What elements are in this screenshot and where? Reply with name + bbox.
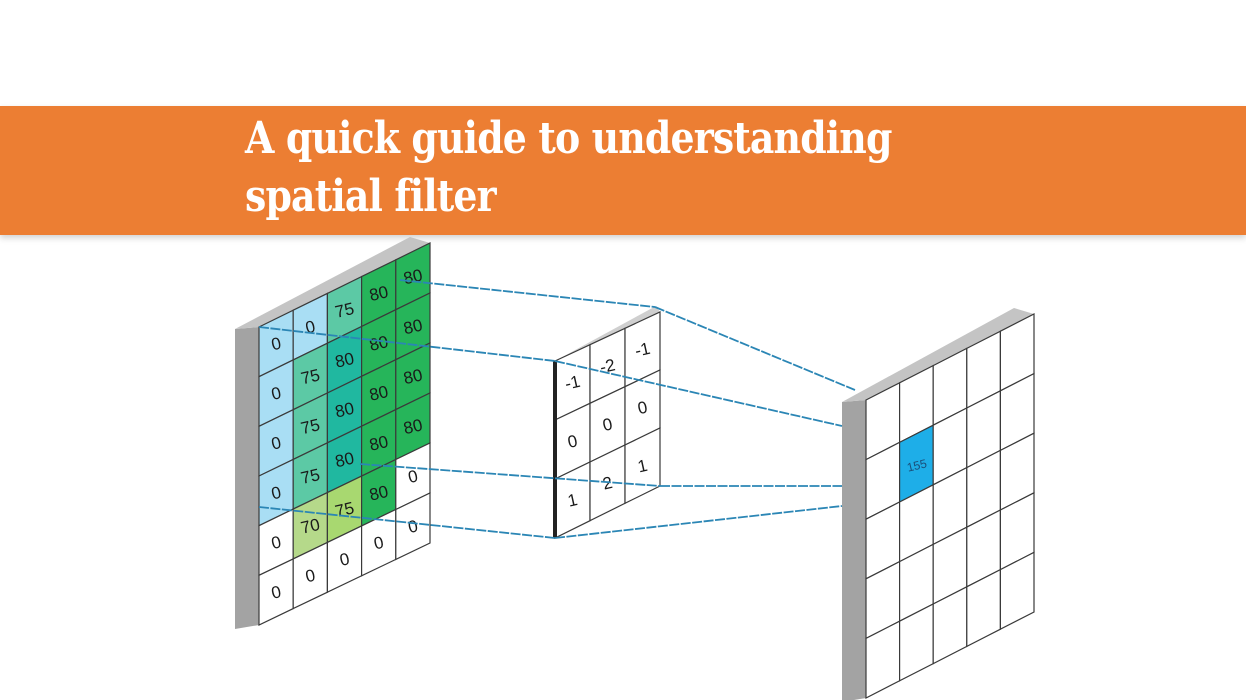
cell-value: 0 (566, 431, 579, 452)
cell-value: 0 (338, 549, 352, 570)
cell-value: 75 (299, 465, 322, 488)
panel-side-edge (235, 327, 259, 629)
title-banner: A quick guide to understanding spatial f… (0, 106, 1246, 235)
cell-value: 80 (402, 365, 425, 388)
cell-value: 2 (601, 473, 614, 494)
cell-value: 75 (299, 415, 322, 438)
cell-value: 0 (269, 483, 283, 504)
cell-value: 0 (406, 466, 420, 487)
cell-value: 0 (406, 516, 420, 537)
cell-value: 80 (333, 349, 356, 372)
cell-value: 80 (402, 415, 425, 438)
cell-value: -1 (633, 339, 652, 361)
cell-value: 80 (367, 282, 390, 305)
cell-value: 0 (269, 532, 283, 553)
cell-value: 80 (367, 482, 390, 505)
cell-value: 0 (269, 433, 283, 454)
grid-cell (999, 551, 1035, 631)
cell-value: 0 (372, 533, 386, 554)
panel-top-edge (235, 237, 430, 329)
connector-line (554, 360, 843, 427)
cell-value: 75 (333, 299, 356, 322)
cell-value: 155 (905, 456, 928, 474)
output-image-grid: 155 (842, 308, 1035, 700)
connector-line (258, 506, 556, 539)
cell-value: 80 (402, 315, 425, 338)
cell-value: 0 (269, 383, 283, 404)
connector-line (399, 279, 656, 308)
cell-value: 80 (367, 382, 390, 405)
cell-value: 0 (304, 566, 318, 587)
panel-side-edge (842, 400, 866, 700)
input-image-grid: 0075808007580808007580808007580808007075… (235, 237, 431, 629)
grid-cell (395, 492, 431, 561)
connector-line (359, 463, 661, 487)
cell-value: 0 (269, 334, 283, 355)
cell-value: 0 (269, 582, 283, 603)
cell-value: 80 (367, 332, 390, 355)
cell-value: 0 (601, 414, 614, 435)
cell-value: 80 (333, 399, 356, 422)
cell-value: -1 (563, 372, 582, 394)
convolution-connector-lines (258, 279, 856, 539)
cell-value: 75 (299, 366, 322, 389)
connector-line (654, 306, 856, 391)
page-title: A quick guide to understanding spatial f… (245, 113, 892, 222)
cell-value: 75 (333, 498, 356, 521)
cell-value: 1 (566, 490, 579, 511)
cell-value: 70 (299, 515, 322, 538)
connector-line (554, 505, 843, 539)
connector-line (258, 326, 556, 362)
cell-value: 80 (333, 449, 356, 472)
panel-top-edge (842, 308, 1034, 402)
cell-value: 80 (367, 432, 390, 455)
cell-value: 0 (636, 398, 649, 419)
cell-value: 1 (636, 456, 649, 477)
